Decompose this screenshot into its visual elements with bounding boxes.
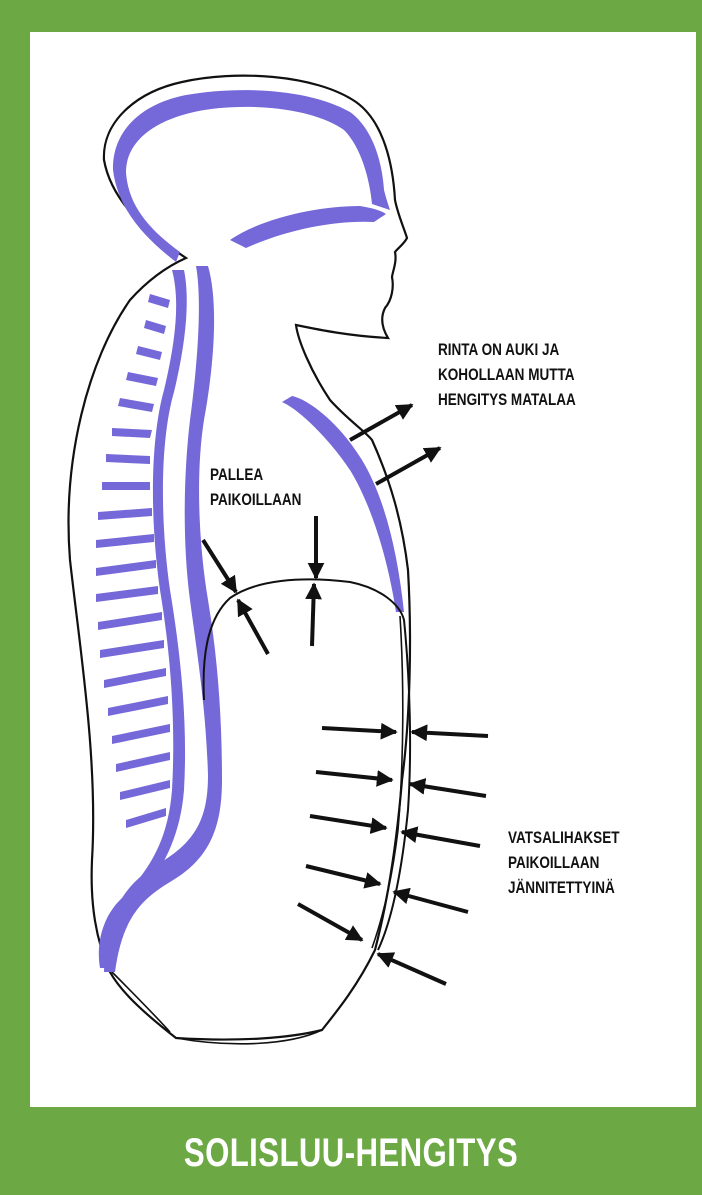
abdominals-annotation-line: VATSALIHAKSET bbox=[508, 826, 620, 851]
diaphragm-annotation-line: PAIKOILLAAN bbox=[210, 488, 301, 513]
abdominals-annotation-line: PAIKOILLAAN bbox=[508, 851, 620, 876]
diaphragm-annotation-line: PALLEA bbox=[210, 463, 301, 488]
abdominals-annotation-line: JÄNNITETTYINÄ bbox=[508, 876, 620, 901]
chest-annotation-line: RINTA ON AUKI JA bbox=[438, 338, 576, 363]
abdominals-annotation: VATSALIHAKSET PAIKOILLAAN JÄNNITETTYINÄ bbox=[508, 826, 620, 901]
page-title: SOLISLUU-HENGITYS bbox=[77, 1128, 625, 1178]
diaphragm-annotation: PALLEA PAIKOILLAAN bbox=[210, 463, 301, 513]
chest-annotation-line: HENGITYS MATALAA bbox=[438, 388, 576, 413]
chest-annotation: RINTA ON AUKI JA KOHOLLAAN MUTTA HENGITY… bbox=[438, 338, 576, 413]
chest-annotation-line: KOHOLLAAN MUTTA bbox=[438, 363, 576, 388]
